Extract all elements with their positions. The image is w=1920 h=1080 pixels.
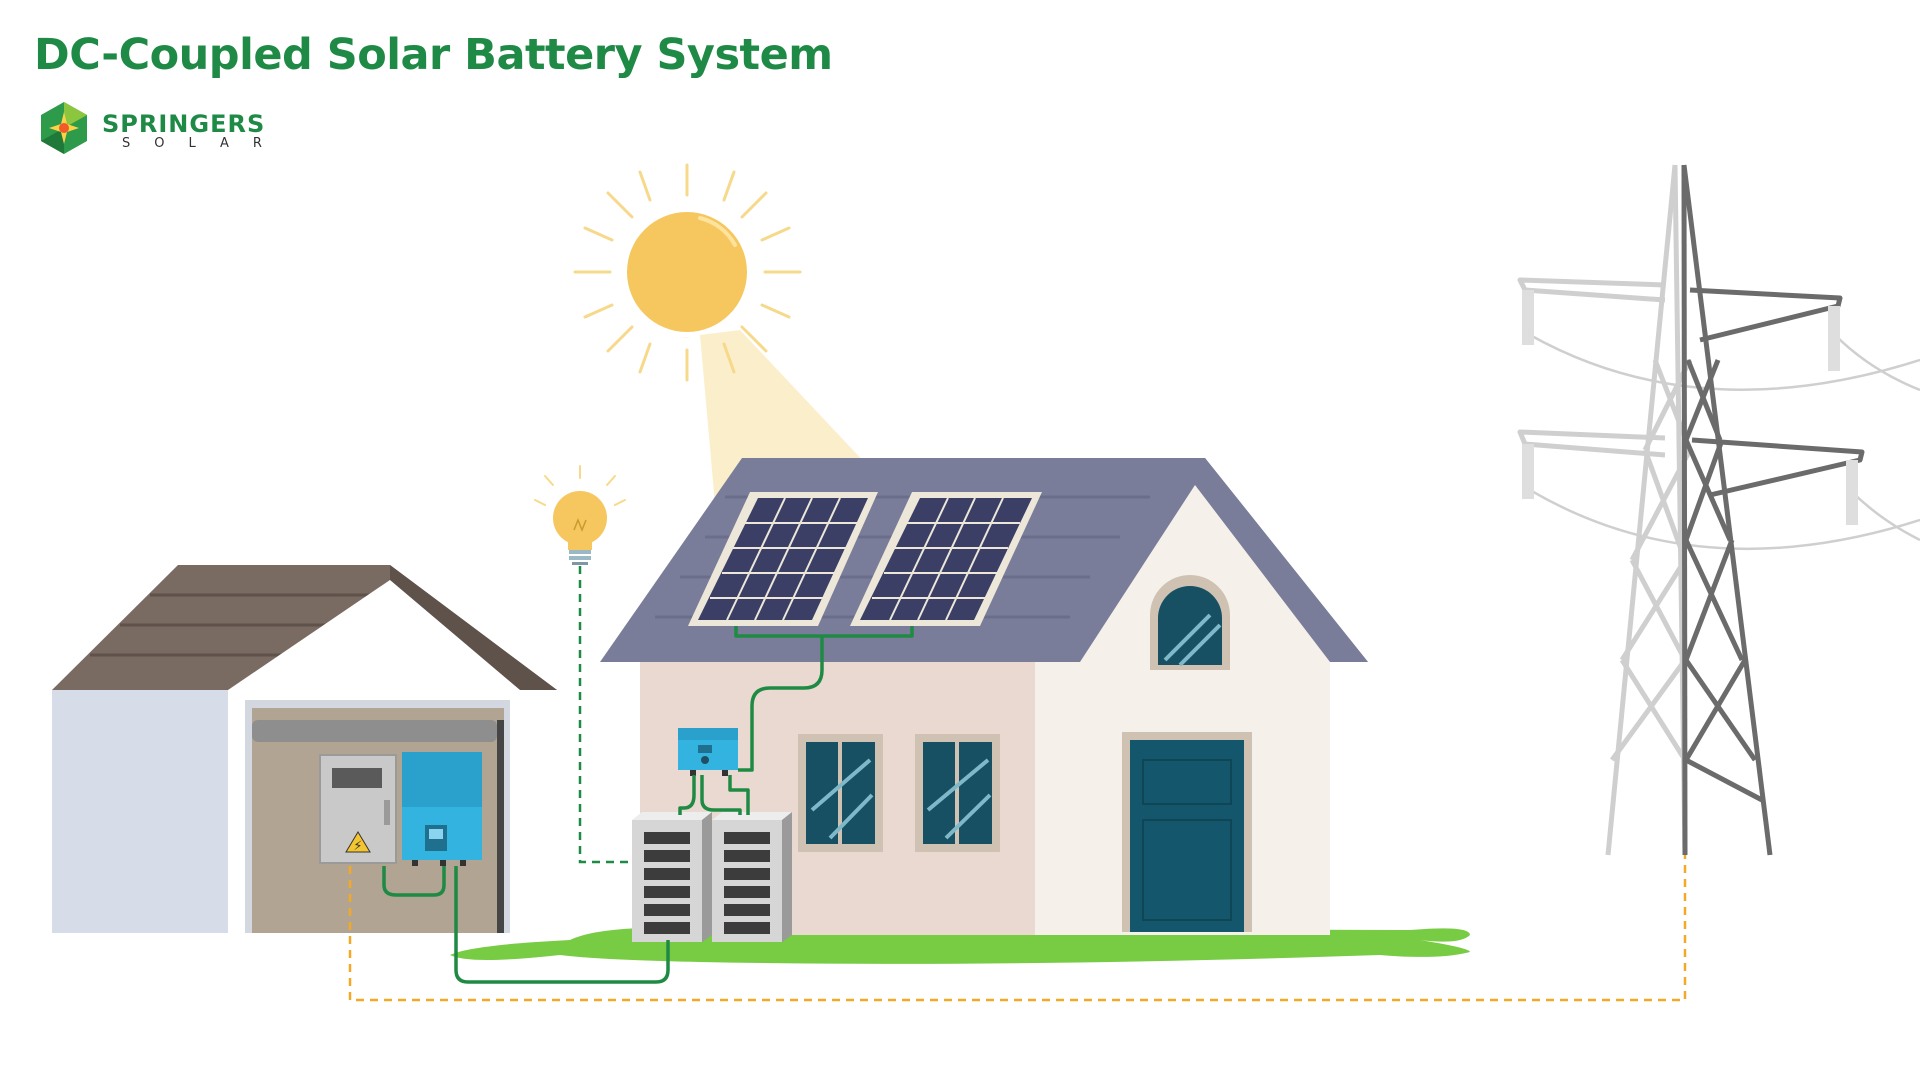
battery-icon [712,812,792,942]
transmission-tower-icon [1517,164,1865,856]
logo-subtext: SOLAR [122,136,286,151]
garage [52,565,557,933]
ac-wiring [348,566,1687,1002]
dc-wiring [382,626,914,984]
solar-panel-icon [688,492,1042,626]
logo-wordmark: SPRINGERS [102,110,266,138]
front-door [1130,740,1244,932]
hexagon-sun-logo-icon [41,102,87,154]
page-title: DC-Coupled Solar Battery System [34,30,833,80]
svg-text:⚡: ⚡ [353,839,362,854]
sun-icon [573,163,802,382]
inverter-icon [402,752,482,866]
charge-controller [678,728,738,776]
light-bulb-icon [534,465,626,565]
brand-logo: SPRINGERS SOLAR [36,100,296,160]
electric-meter-icon: ⚡ [319,754,397,864]
battery-icon [632,812,712,942]
